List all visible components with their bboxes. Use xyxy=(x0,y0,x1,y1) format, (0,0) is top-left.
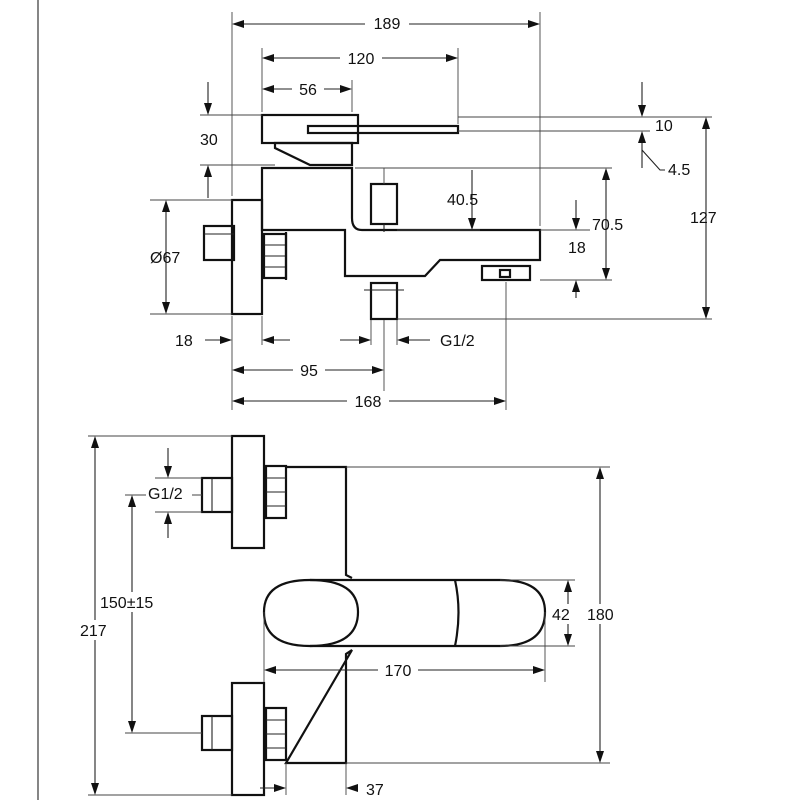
wall-flange xyxy=(230,198,264,316)
mixer-body-front xyxy=(284,465,353,765)
lower-wall-flange xyxy=(230,681,266,797)
dim-95: 95 xyxy=(300,363,318,380)
dim-120: 120 xyxy=(348,51,375,68)
diverter-knob xyxy=(369,182,399,226)
dim-4-5: 4.5 xyxy=(668,162,690,179)
inlet-pipe xyxy=(202,224,236,262)
side-view-dimension-lines xyxy=(162,20,710,405)
dim-diameter-67: Ø67 xyxy=(150,250,180,267)
dim-168: 168 xyxy=(355,394,382,411)
dim-40-5: 40.5 xyxy=(447,192,478,209)
dim-70-5: 70.5 xyxy=(592,217,623,234)
lever-cap xyxy=(309,578,360,648)
dim-127: 127 xyxy=(690,210,717,227)
spout-outlet xyxy=(480,264,532,282)
dim-180: 180 xyxy=(587,607,614,624)
dim-56: 56 xyxy=(299,82,317,99)
dim-37: 37 xyxy=(366,782,384,799)
dim-150-15: 150±15 xyxy=(100,595,153,612)
dim-30: 30 xyxy=(200,132,218,149)
mixer-body xyxy=(260,166,542,278)
dim-170: 170 xyxy=(385,663,412,680)
lower-inlet-pipe xyxy=(200,714,234,752)
upper-wall-flange xyxy=(230,434,266,550)
upper-inlet-pipe xyxy=(200,476,234,514)
lever-neck xyxy=(273,141,354,167)
side-view xyxy=(202,113,542,321)
front-view xyxy=(200,434,547,797)
dim-42: 42 xyxy=(552,607,570,624)
dim-18-left: 18 xyxy=(175,333,193,350)
dim-10: 10 xyxy=(655,118,673,135)
dim-217: 217 xyxy=(80,623,107,640)
dim-g12-top: G1/2 xyxy=(440,333,475,350)
dim-18-spout: 18 xyxy=(568,240,586,257)
handle-lever xyxy=(260,113,360,145)
front-view-dimension-labels: G1/2 150±15 217 42 180 170 37 xyxy=(78,483,620,799)
bottom-outlet xyxy=(369,281,399,321)
lever-oval xyxy=(262,578,547,648)
side-view-dimension-labels: 189 120 56 30 10 4.5 40.5 70.5 127 18 Ø6… xyxy=(150,13,717,411)
side-view-extension-lines xyxy=(150,12,712,410)
dim-g12-front: G1/2 xyxy=(148,486,183,503)
dim-189: 189 xyxy=(374,16,401,33)
lever-slot xyxy=(306,124,460,135)
